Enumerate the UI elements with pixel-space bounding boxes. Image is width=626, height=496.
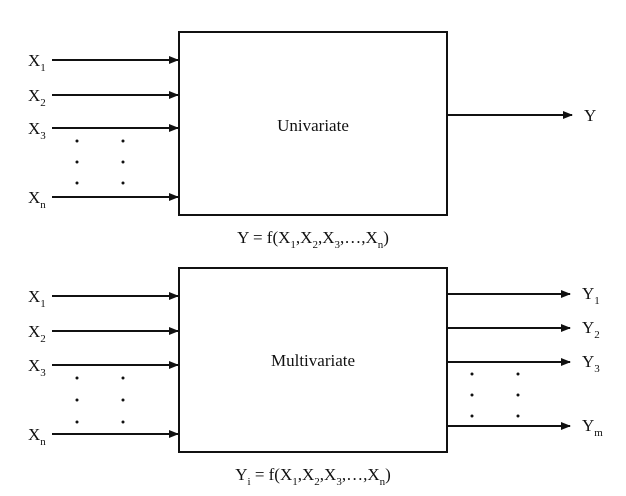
output-sub: m <box>594 427 603 439</box>
univariate-input-x1: X1 <box>28 51 179 74</box>
multivariate-input-x1: X1 <box>28 287 179 310</box>
univariate-input-xn: Xn <box>28 188 179 211</box>
univariate-diagram: Univariate X1 X2 X3 Xn Y Y = f(X <box>28 31 596 251</box>
multivariate-output-y2: Y2 <box>447 318 600 341</box>
output-sub: 1 <box>594 295 600 307</box>
input-base: X <box>28 86 40 105</box>
svg-text:Xn: Xn <box>28 188 46 211</box>
svg-text:Y3: Y3 <box>582 352 600 375</box>
multivariate-diagram: Multivariate X1 X2 X3 Xn Y1 <box>28 267 603 488</box>
multivariate-output-y1: Y1 <box>447 284 600 307</box>
svg-text:Xn: Xn <box>28 425 46 448</box>
svg-text:X2: X2 <box>28 86 46 109</box>
input-sub: 3 <box>40 367 46 379</box>
multivariate-formula: Yi = f(X1,X2,X3,…,Xn) <box>235 465 391 488</box>
svg-text:Y: Y <box>584 106 596 125</box>
input-base: X <box>28 188 40 207</box>
multivariate-input-x2: X2 <box>28 322 179 345</box>
univariate-input-x2: X2 <box>28 86 179 109</box>
input-sub: n <box>40 436 46 448</box>
input-base: X <box>28 322 40 341</box>
univariate-box <box>178 31 448 216</box>
univariate-ellipsis-dots <box>75 139 125 185</box>
output-base: Y <box>582 352 594 371</box>
svg-text:X1: X1 <box>28 287 46 310</box>
input-sub: n <box>40 199 46 211</box>
multivariate-input-ellipsis-dots <box>75 376 125 424</box>
svg-text:X1: X1 <box>28 51 46 74</box>
multivariate-label: Multivariate <box>271 351 355 370</box>
multivariate-output-ellipsis-dots <box>470 372 520 418</box>
multivariate-input-xn: Xn <box>28 425 179 448</box>
output-base: Y <box>582 318 594 337</box>
input-base: X <box>28 51 40 70</box>
input-base: X <box>28 356 40 375</box>
output-base: Y <box>582 284 594 303</box>
output-sub: 2 <box>594 329 600 341</box>
svg-text:X2: X2 <box>28 322 46 345</box>
input-base: X <box>28 119 40 138</box>
output-sub: 3 <box>594 363 600 375</box>
multivariate-output-y3: Y3 <box>447 352 600 375</box>
output-base: Y <box>582 416 594 435</box>
input-sub: 3 <box>40 130 46 142</box>
univariate-input-x3: X3 <box>28 119 179 142</box>
svg-text:X3: X3 <box>28 119 46 142</box>
input-base: X <box>28 287 40 306</box>
input-base: X <box>28 425 40 444</box>
univariate-label: Univariate <box>277 116 349 135</box>
svg-text:Ym: Ym <box>582 416 603 439</box>
svg-text:Y2: Y2 <box>582 318 600 341</box>
multivariate-input-x3: X3 <box>28 356 179 379</box>
univariate-formula: Y = f(X1,X2,X3,…,Xn) <box>237 228 389 251</box>
input-sub: 1 <box>40 62 46 74</box>
svg-text:X3: X3 <box>28 356 46 379</box>
input-sub: 1 <box>40 298 46 310</box>
multivariate-output-ym: Ym <box>447 416 603 439</box>
univariate-output-y: Y <box>447 106 596 125</box>
output-base: Y <box>584 106 596 125</box>
multivariate-box <box>178 267 448 453</box>
input-sub: 2 <box>40 97 46 109</box>
svg-text:Y1: Y1 <box>582 284 600 307</box>
input-sub: 2 <box>40 333 46 345</box>
